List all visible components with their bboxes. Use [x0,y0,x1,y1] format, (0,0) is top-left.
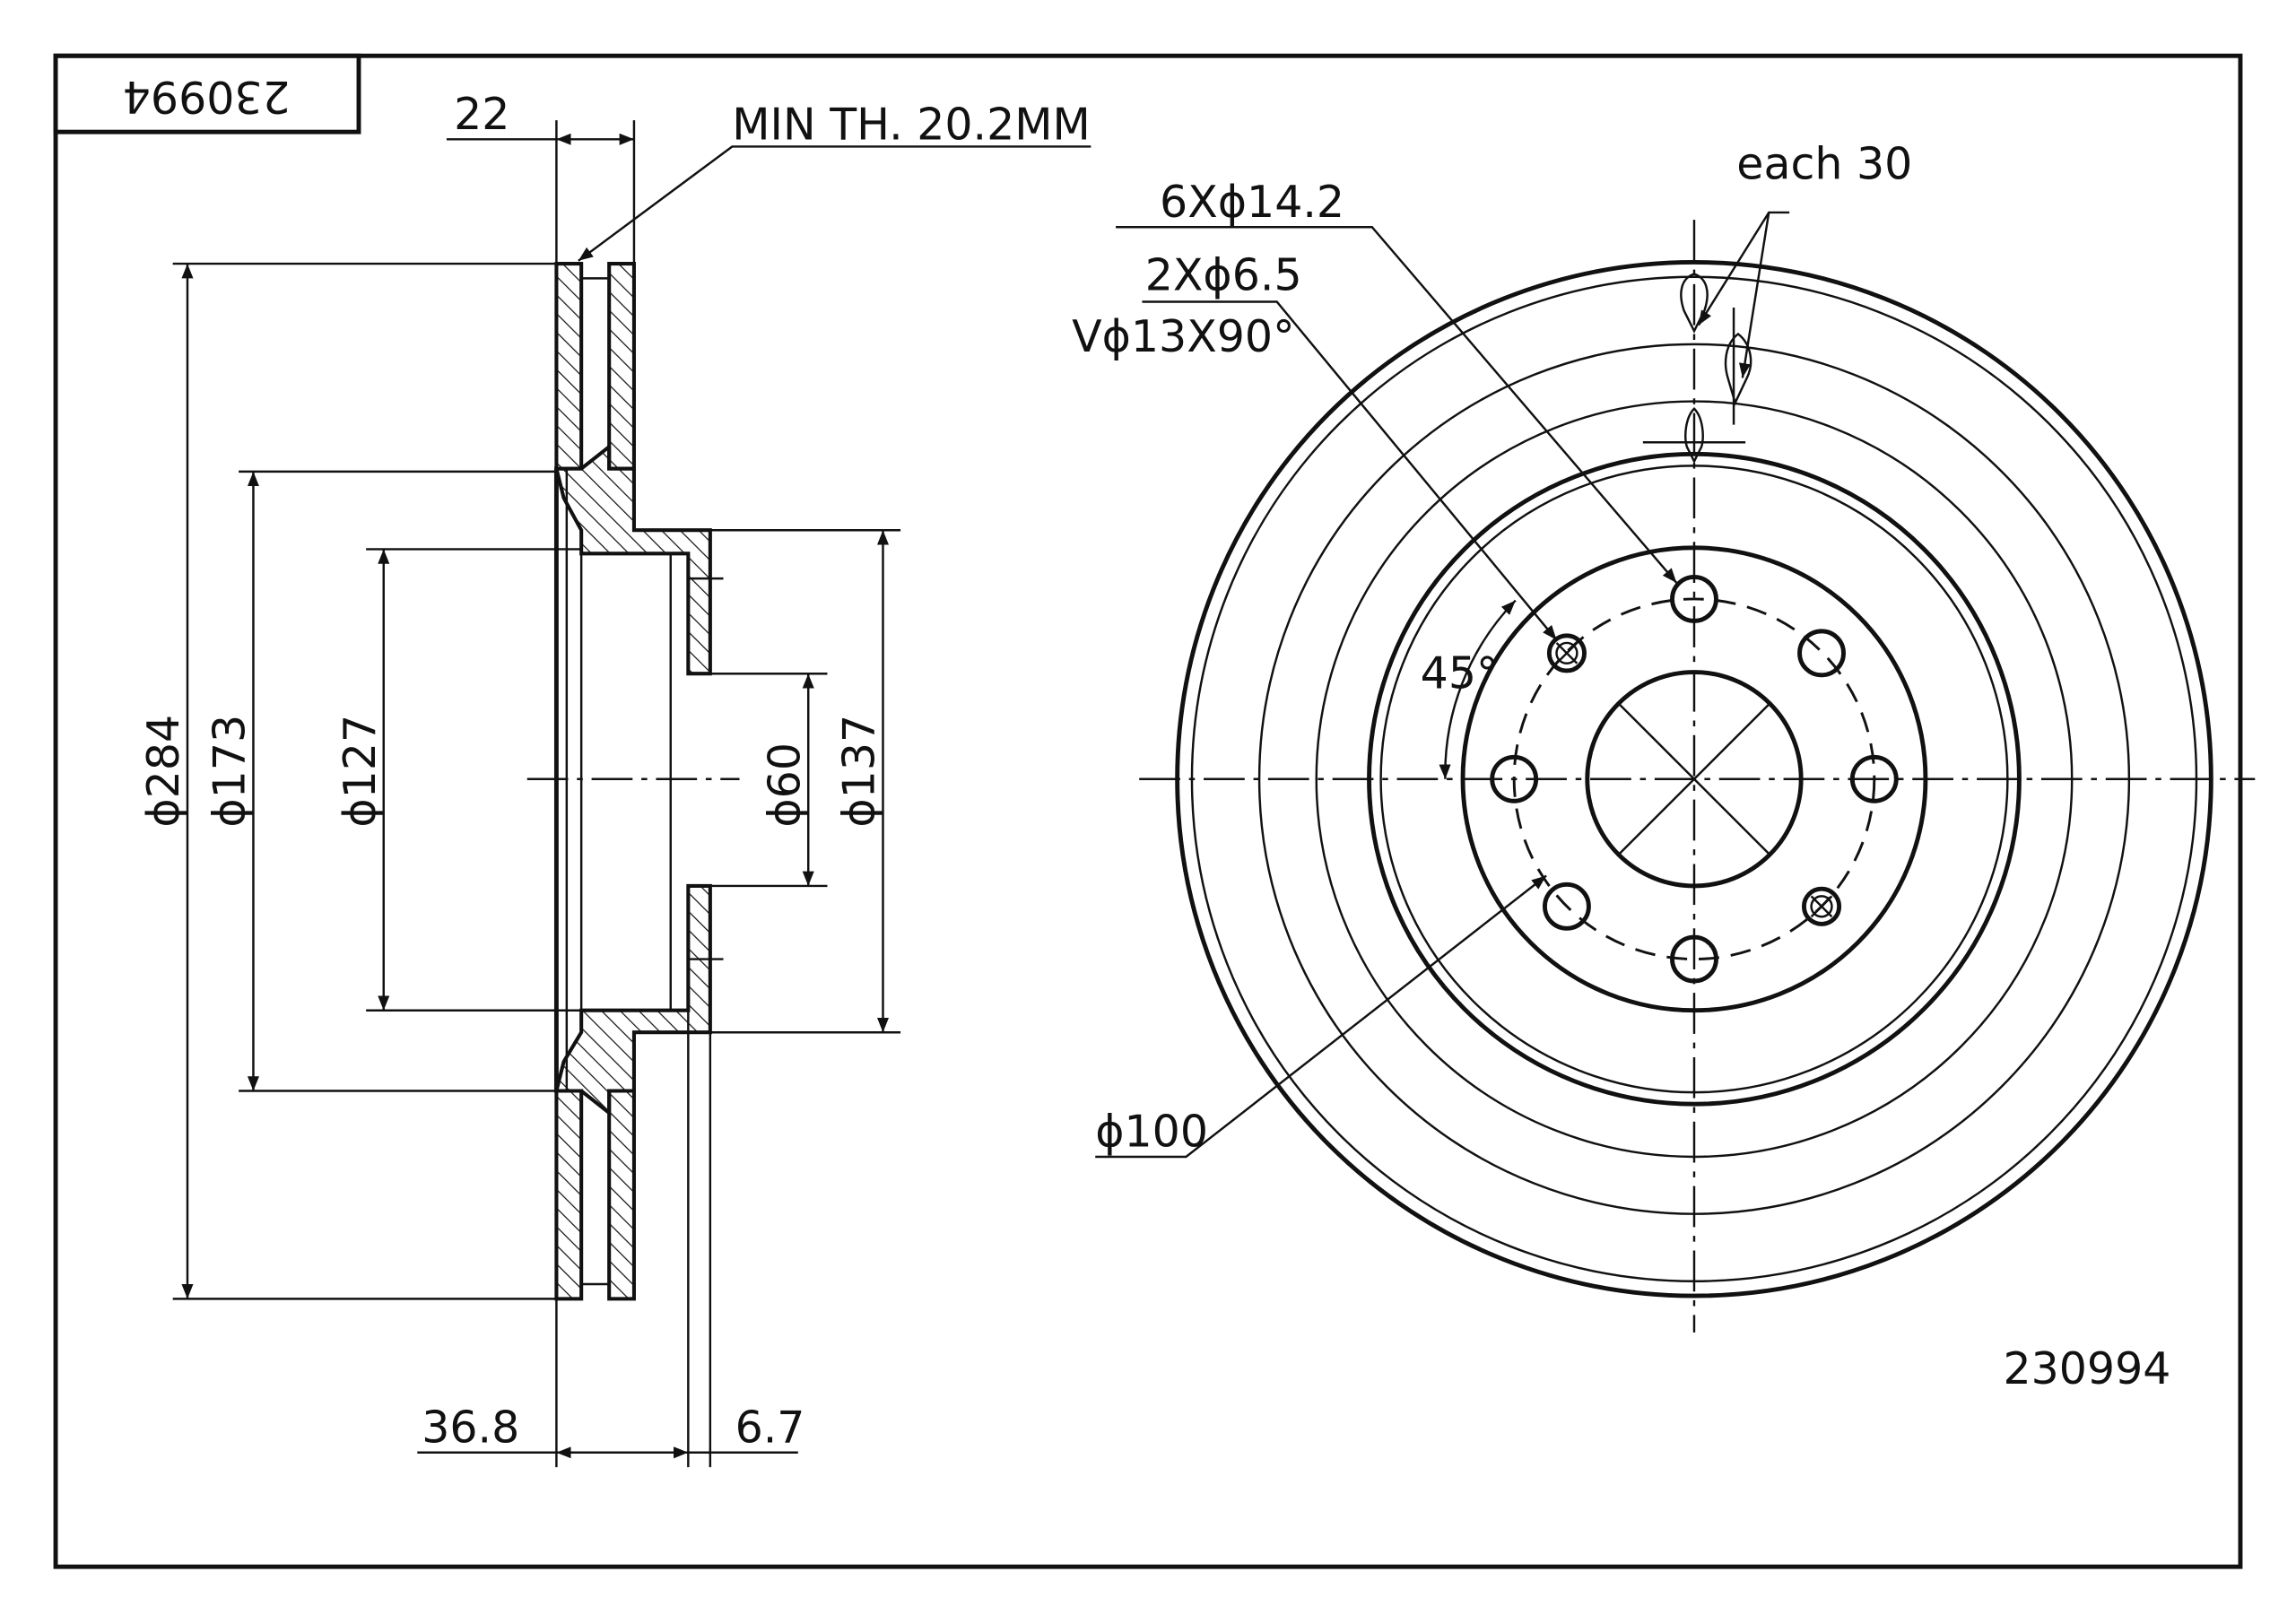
dim-height-36-8: 36.8 [422,1402,519,1453]
label-each-30: each 30 [1736,138,1912,189]
title-part-number: 230994 [123,71,291,122]
dim-dia-284: ϕ284 [138,715,189,828]
bolt-holes [1490,575,1899,984]
drawing-border [53,53,2243,1569]
label-small-holes: 2Xϕ6.5 [1145,249,1302,300]
section-view: 22 MIN TH. 20.2MM ϕ284 ϕ173 ϕ127 ϕ60 ϕ13… [138,89,1091,1468]
small-holes [1546,633,1842,926]
dim-dia-137: ϕ137 [834,715,885,828]
dim-dia-173: ϕ173 [204,715,256,828]
front-view: each 30 6Xϕ14.2 2Xϕ6.5 Vϕ13X90° 45° ϕ100 [1072,138,2256,1333]
label-countersink: Vϕ13X90° [1072,311,1294,362]
min-thickness-label: MIN TH. 20.2MM [732,99,1090,150]
title-block [53,53,361,135]
label-angle-45: 45° [1421,648,1499,699]
dim-dia-60: ϕ60 [759,743,810,828]
part-number: 230994 [2003,1343,2170,1394]
dim-flange-6-7: 6.7 [735,1402,805,1453]
dim-width-22: 22 [454,89,509,140]
dim-dia-127: ϕ127 [335,715,386,828]
label-bolt-holes: 6Xϕ14.2 [1160,177,1344,228]
label-pcd-100: ϕ100 [1095,1107,1208,1158]
